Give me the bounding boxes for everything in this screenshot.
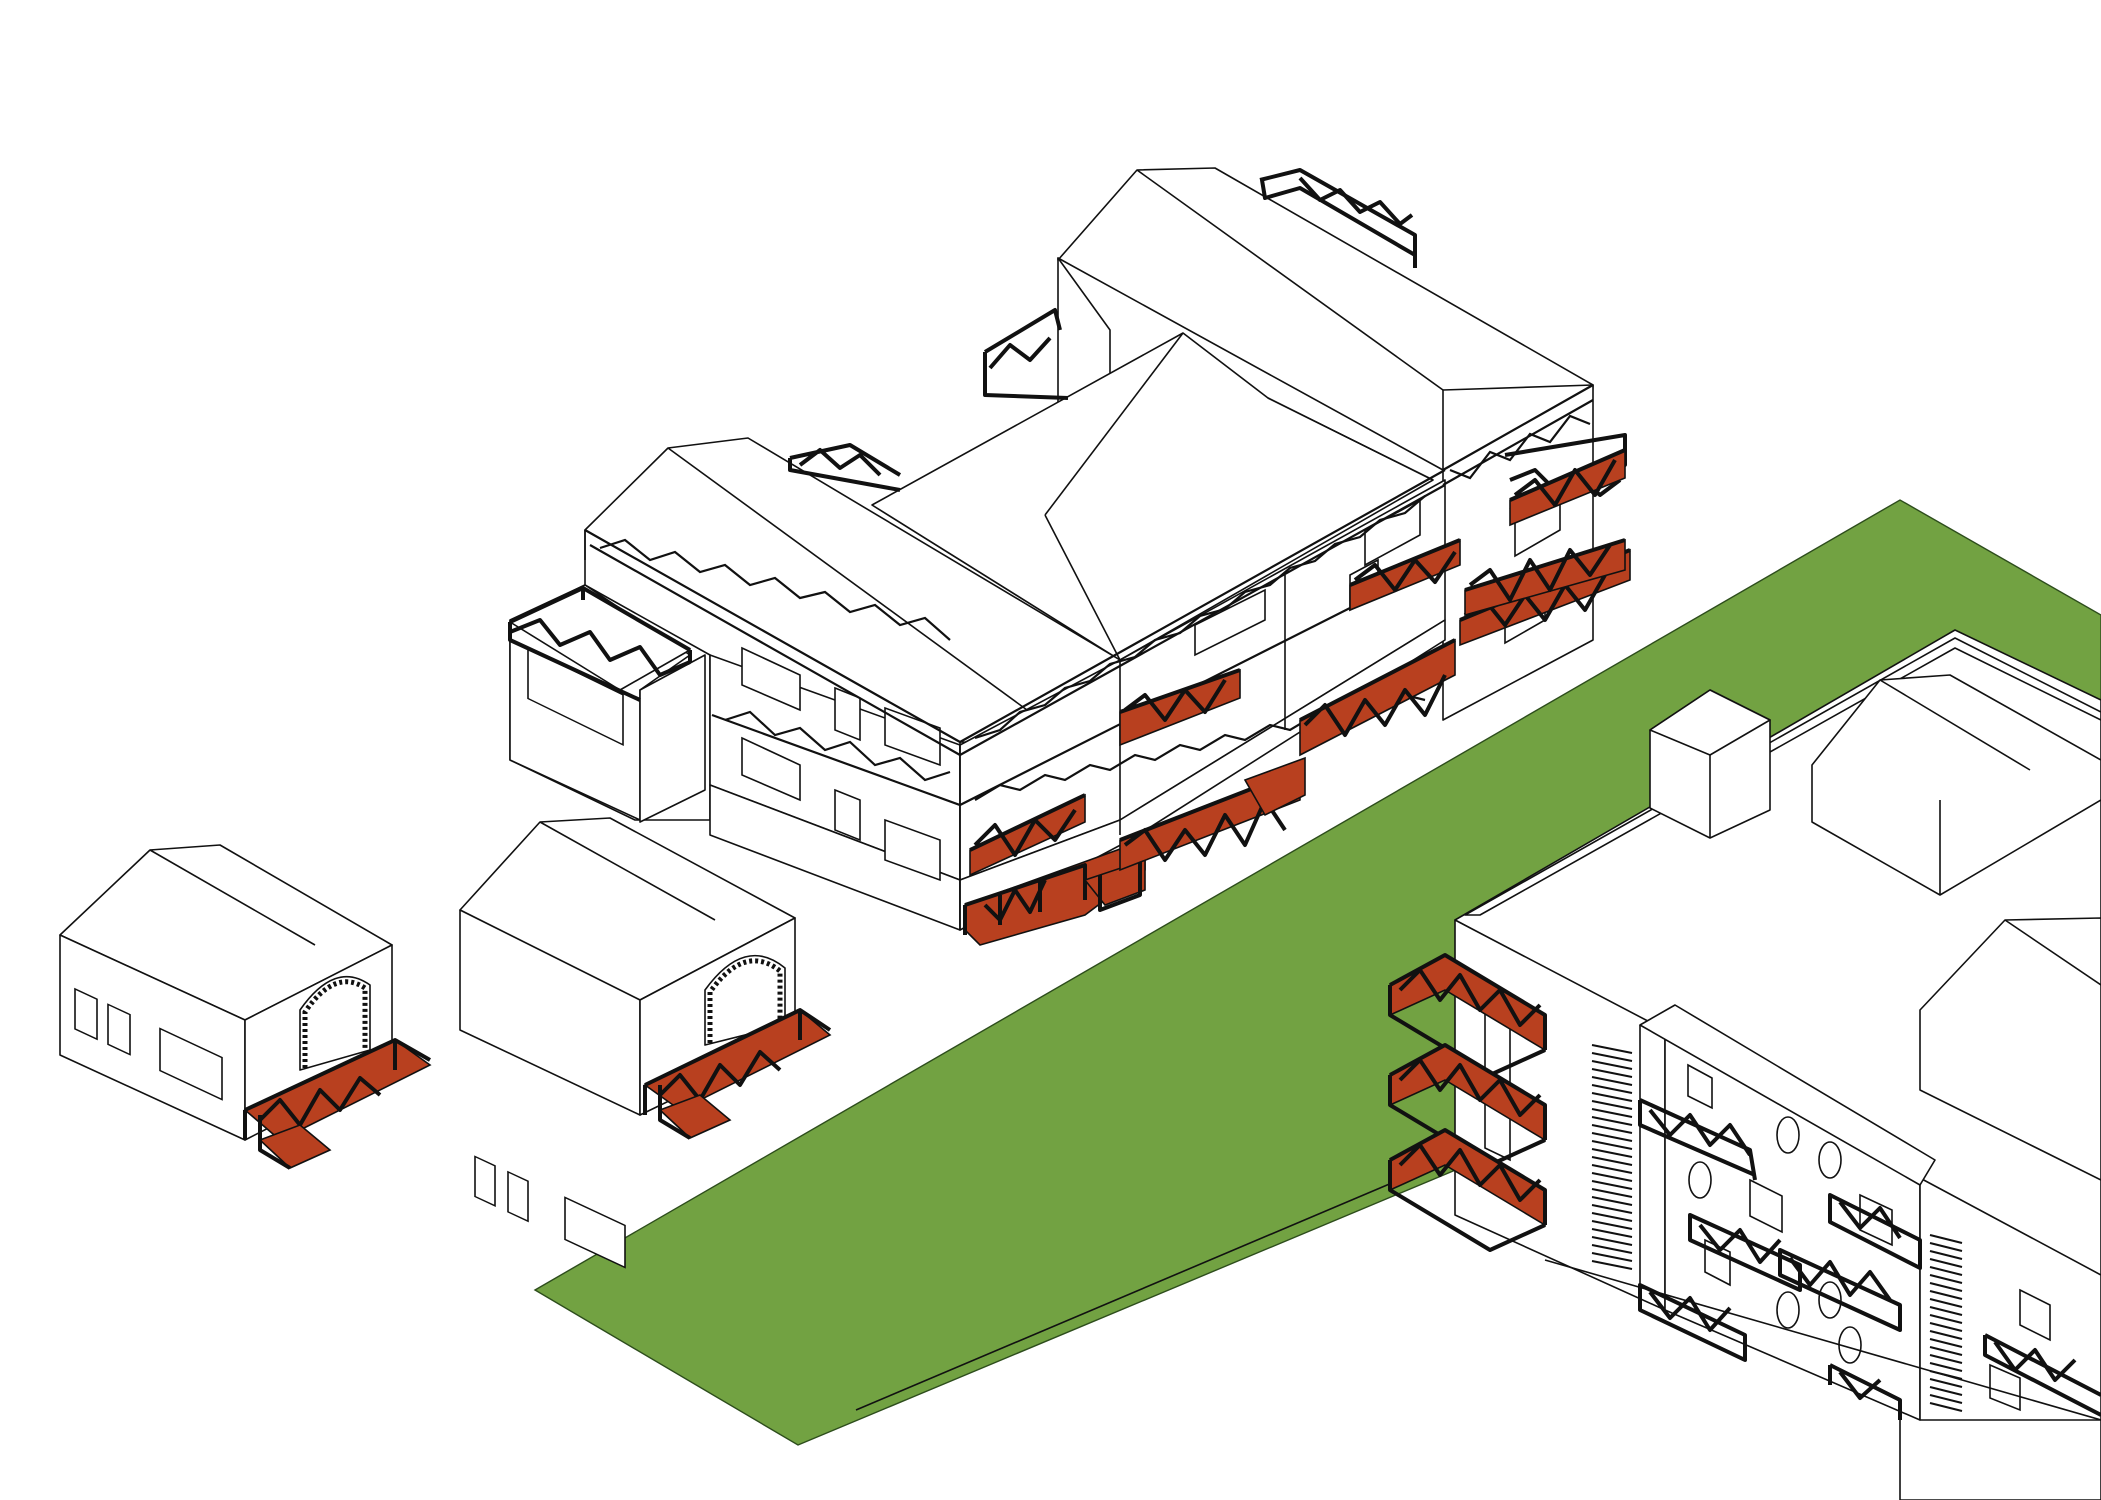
roof-terrace-railings bbox=[508, 168, 1627, 702]
facade-louvres-left bbox=[1591, 1044, 1633, 1270]
main-building-decks bbox=[963, 448, 1631, 946]
cottage-middle bbox=[459, 817, 832, 1269]
cottage-left bbox=[59, 844, 432, 1170]
apartment-block bbox=[1388, 629, 2101, 1500]
